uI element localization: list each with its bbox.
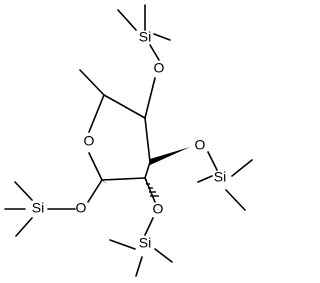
bond-c4-o1 [144,77,156,119]
bond-si-right-me1 [197,175,213,183]
atom-oxygen-o1: O [154,60,165,76]
bond-ring-c1-o [88,152,103,181]
bond-o1-si-top [149,44,160,61]
bond-si-right-me2 [231,159,253,177]
bond-si-bottom-me1 [109,239,136,250]
bond-c2-o4 [144,177,156,203]
bond-ring-o-c5 [88,94,105,133]
hash-bond-c2-o4 [145,179,159,197]
bond-si-left-me1 [14,181,33,201]
bond-ring-c2-c1 [101,177,146,181]
bond-c5-methyl [79,69,105,96]
bond-o4-si-bottom [144,217,154,236]
bond-ring-c5-c4 [103,94,146,119]
bond-si-bottom-me3 [154,248,173,263]
wedge-bond-c1-o3-stereo [100,178,107,184]
bond-si-right-me3 [225,189,246,211]
bond-si-top-me3 [153,33,171,41]
wedge-bond-c3-o2 [150,147,190,165]
atom-oxygen-o4: O [153,201,164,217]
bond-ring-c4-c3 [144,117,151,163]
atom-silicon-bottom: Si [139,235,151,251]
atom-ring-oxygen: O [84,133,95,149]
bond-si-left-me3 [15,217,33,237]
atom-oxygen-o3: O [76,200,87,216]
atom-oxygen-o2: O [195,137,206,153]
atom-silicon-top: Si [139,29,151,45]
bond-si-top-me1 [117,9,137,31]
bond-o2-si-right [207,151,218,171]
molecule-structure: O O O O O Si Si Si Si [4,4,253,277]
bond-si-bottom-me2 [135,256,143,277]
atom-silicon-right: Si [214,169,226,185]
atom-silicon-left: Si [32,200,44,216]
bond-ring-c3-c2 [144,161,151,179]
bond-c1-o3 [87,179,103,203]
